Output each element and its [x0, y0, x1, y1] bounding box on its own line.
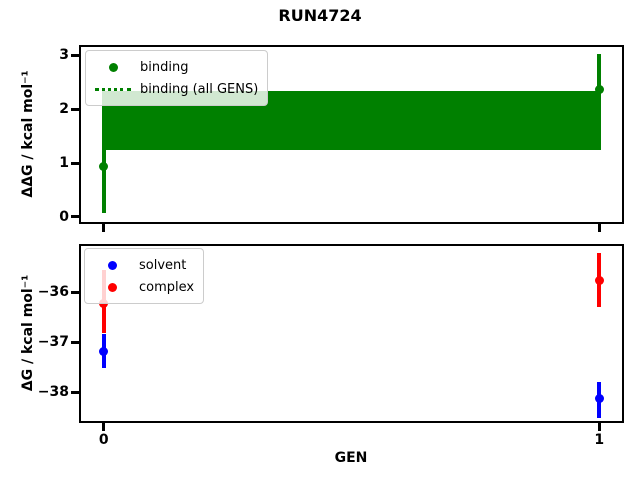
marker-swatch — [94, 282, 130, 292]
y-tick-mark — [71, 340, 79, 344]
free-energy-chart-panel: solvent complex −38 −37 −36 0 1 — [38, 244, 624, 448]
legend-item: binding (all GENS) — [95, 78, 258, 100]
y-tick-mark — [71, 161, 79, 165]
y-tick-mark — [71, 107, 79, 111]
x-tick-mark — [597, 224, 601, 232]
marker-dot-icon — [107, 260, 117, 270]
dotted-line-swatch — [95, 87, 131, 91]
x-tick-label: 1 — [594, 432, 605, 448]
solvent-data-point — [99, 346, 109, 356]
legend-item: solvent — [94, 254, 194, 276]
axes-spine-right — [622, 45, 624, 224]
axes-spine-top — [79, 45, 624, 47]
marker-swatch — [95, 62, 131, 72]
binding-legend: binding binding (all GENS) — [85, 50, 269, 106]
chart-title: RUN4724 — [278, 6, 362, 25]
top-y-axis-label: ΔΔG / kcal mol⁻¹ — [20, 70, 36, 198]
binding-chart-panel: binding binding (all GENS) 0 1 2 3 — [59, 45, 624, 232]
y-tick-label: −37 — [37, 334, 69, 350]
dotted-line-icon — [95, 87, 131, 91]
legend-label: binding — [140, 59, 189, 75]
y-tick-label: −38 — [37, 384, 69, 400]
axes-spine-bottom — [79, 421, 624, 423]
legend-item: binding — [95, 56, 258, 78]
x-tick-mark — [102, 423, 106, 431]
solvent-complex-legend: solvent complex — [84, 248, 205, 304]
y-tick-label: 1 — [59, 155, 69, 172]
axes-spine-top — [79, 244, 624, 246]
axes-spine-right — [622, 244, 624, 423]
x-tick-mark — [102, 224, 106, 232]
complex-data-point — [594, 275, 604, 285]
axes-spine-left — [79, 45, 81, 224]
legend-label: solvent — [139, 257, 187, 273]
y-tick-mark — [71, 290, 79, 294]
y-tick-label: −36 — [37, 284, 69, 300]
y-tick-mark — [71, 53, 79, 57]
legend-label: binding (all GENS) — [140, 81, 259, 97]
binding-data-point — [594, 84, 604, 94]
y-tick-label: 3 — [59, 47, 69, 64]
binding-data-point — [99, 162, 109, 172]
x-tick-label: 0 — [98, 432, 109, 448]
marker-dot-icon — [108, 62, 118, 72]
marker-swatch — [94, 260, 130, 270]
axes-spine-left — [79, 244, 81, 423]
marker-dot-icon — [107, 282, 117, 292]
solvent-data-point — [594, 393, 604, 403]
x-axis-label: GEN — [334, 450, 368, 466]
x-tick-mark — [597, 423, 601, 431]
y-tick-mark — [71, 390, 79, 394]
y-tick-mark — [71, 215, 79, 219]
y-tick-label: 0 — [59, 208, 69, 225]
legend-label: complex — [139, 279, 195, 295]
legend-item: complex — [94, 276, 194, 298]
y-tick-label: 2 — [59, 101, 69, 118]
axes-spine-bottom — [79, 222, 624, 224]
